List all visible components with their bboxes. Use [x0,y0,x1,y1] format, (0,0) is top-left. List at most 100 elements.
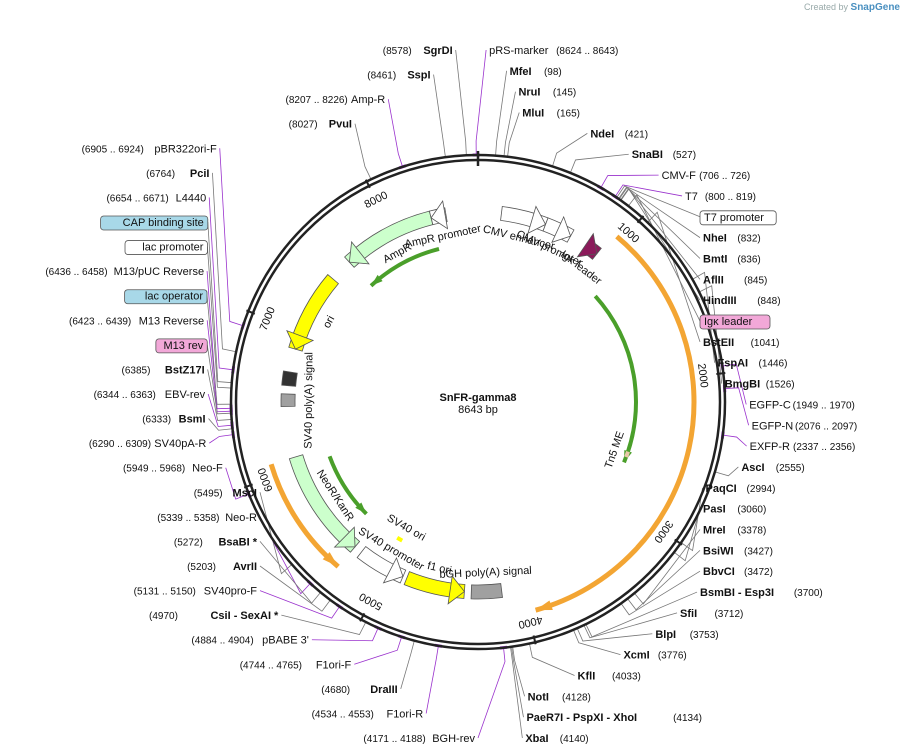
site-label-blue: lac operator [124,289,208,305]
site-name: BmgBI [725,379,760,391]
site-position: (2337 .. 2356) [793,442,855,453]
site-position: (165) [557,109,580,120]
label-leader [647,211,701,343]
feature-outline [281,370,298,387]
feature-arc [624,450,630,458]
site-position: (98) [544,67,562,78]
site-name: PaeR7I - PspXI - XhoI [526,712,637,724]
site-name: BsmBI - Esp3I [700,587,774,599]
site-name: NotI [528,691,549,703]
site-label-enzyme: NheI(832) [703,233,761,245]
label-leader [627,550,701,611]
site-label-enzyme: KflI(4033) [578,670,641,682]
site-label-primer: EXFP-R(2337 .. 2356) [750,441,856,453]
label-leader [618,186,701,238]
ruler-tick [636,215,645,224]
feature-label: bGH poly(A) signal [439,565,532,581]
site-position: (8207 .. 8226) [286,95,348,106]
site-label-primer: pBABE 3'(4884 .. 4904) [191,635,308,647]
feature-label: ori [321,314,337,330]
label-leader [529,643,575,676]
site-position: (848) [757,296,780,307]
site-name: XbaI [525,733,548,745]
site-position: (3753) [690,630,719,641]
primer-name: EGFP-N [752,420,794,432]
label-leader [219,148,244,327]
site-label-enzyme: AvrII(5203) [187,561,257,573]
site-name: MscI [233,487,257,499]
site-name: BlpI [655,629,676,641]
site-position: (2994) [747,484,776,495]
feature-arrowhead [551,215,572,243]
site-name: M13 rev [164,340,204,352]
site-name: FspAI [718,358,749,370]
label-leader [620,570,701,616]
site-name: T7 promoter [704,212,764,224]
label-leader [698,285,723,384]
label-leader [259,590,340,619]
site-label-primer: F1ori-F(4744 .. 4765) [240,659,352,671]
site-label-enzyme: BsmI(6333) [142,414,205,426]
site-position: (6344 .. 6363) [94,390,156,401]
label-box [124,240,208,255]
site-label-enzyme: BsmBI - Esp3I (3700) [700,587,823,599]
site-position: (3472) [744,567,773,578]
site-name: BsaBI * [218,536,257,548]
site-position: (1526) [766,380,795,391]
site-position: (3700) [794,588,823,599]
site-label-primer: M13/pUC Reverse(6436 .. 6458) [45,266,204,278]
site-position: (3427) [744,546,773,557]
site-name: PvuI [329,119,352,131]
feature-arrowhead [348,240,370,265]
site-label-enzyme: HindIII(848) [703,295,781,307]
site-name: PasI [703,504,726,516]
label-leader [692,271,715,363]
label-leader [569,153,629,174]
label-leader [208,197,234,371]
site-label-enzyme: XcmI(3776) [623,650,686,662]
feature-outline [280,393,296,408]
site-position: (6436 .. 6458) [45,267,107,278]
site-name: MreI [703,525,726,537]
site-label-primer: pBR322ori-F(6905 .. 6924) [82,143,217,155]
site-label-primer: EGFP-N(2076 .. 2097) [752,420,858,432]
label-box [699,314,771,330]
site-name: PaqCI [706,483,737,495]
site-position: (4128) [562,692,591,703]
feature-arrowhead [286,329,315,350]
label-leader [207,369,232,421]
label-leader [724,387,750,426]
watermark-prefix: Created by [803,2,849,12]
site-position: (4744 .. 4765) [240,660,302,671]
label-leader [354,636,402,665]
site-label-enzyme: BsaBI *(5272) [174,536,258,548]
feature-arrowhead [430,200,449,230]
feature-outline [470,583,503,600]
site-position: (421) [625,129,648,140]
label-leader [634,529,701,605]
label-leader [583,612,678,639]
label-leader [722,363,747,405]
label-leader [206,344,232,415]
feature-label: SV40 ori [385,512,428,543]
feature-arrowhead [322,552,339,567]
site-position: (1041) [751,338,780,349]
label-leader [281,614,367,635]
primer-name: EBV-rev [165,389,206,401]
ruler-tick-label: 8000 [363,189,390,211]
label-box [124,289,208,305]
site-label-enzyme: MscI(5495) [194,487,257,499]
site-label-enzyme: NruI(145) [518,87,576,99]
site-position: (4970) [149,611,178,622]
site-label-primer: M13 Reverse(6423 .. 6439) [69,315,204,327]
site-position: (8578) [383,46,412,57]
site-name: DraIII [370,684,398,696]
site-label-boxed: lac promoter [124,240,208,255]
site-label-primer: Neo-R(5339 .. 5358) [157,512,257,524]
site-name: SnaBI [632,149,663,161]
feature-arc [593,294,638,464]
label-leader [208,418,233,431]
site-label-enzyme: BbvCI(3472) [703,566,773,578]
site-name: PciI [190,168,210,180]
site-position: (832) [737,234,760,245]
